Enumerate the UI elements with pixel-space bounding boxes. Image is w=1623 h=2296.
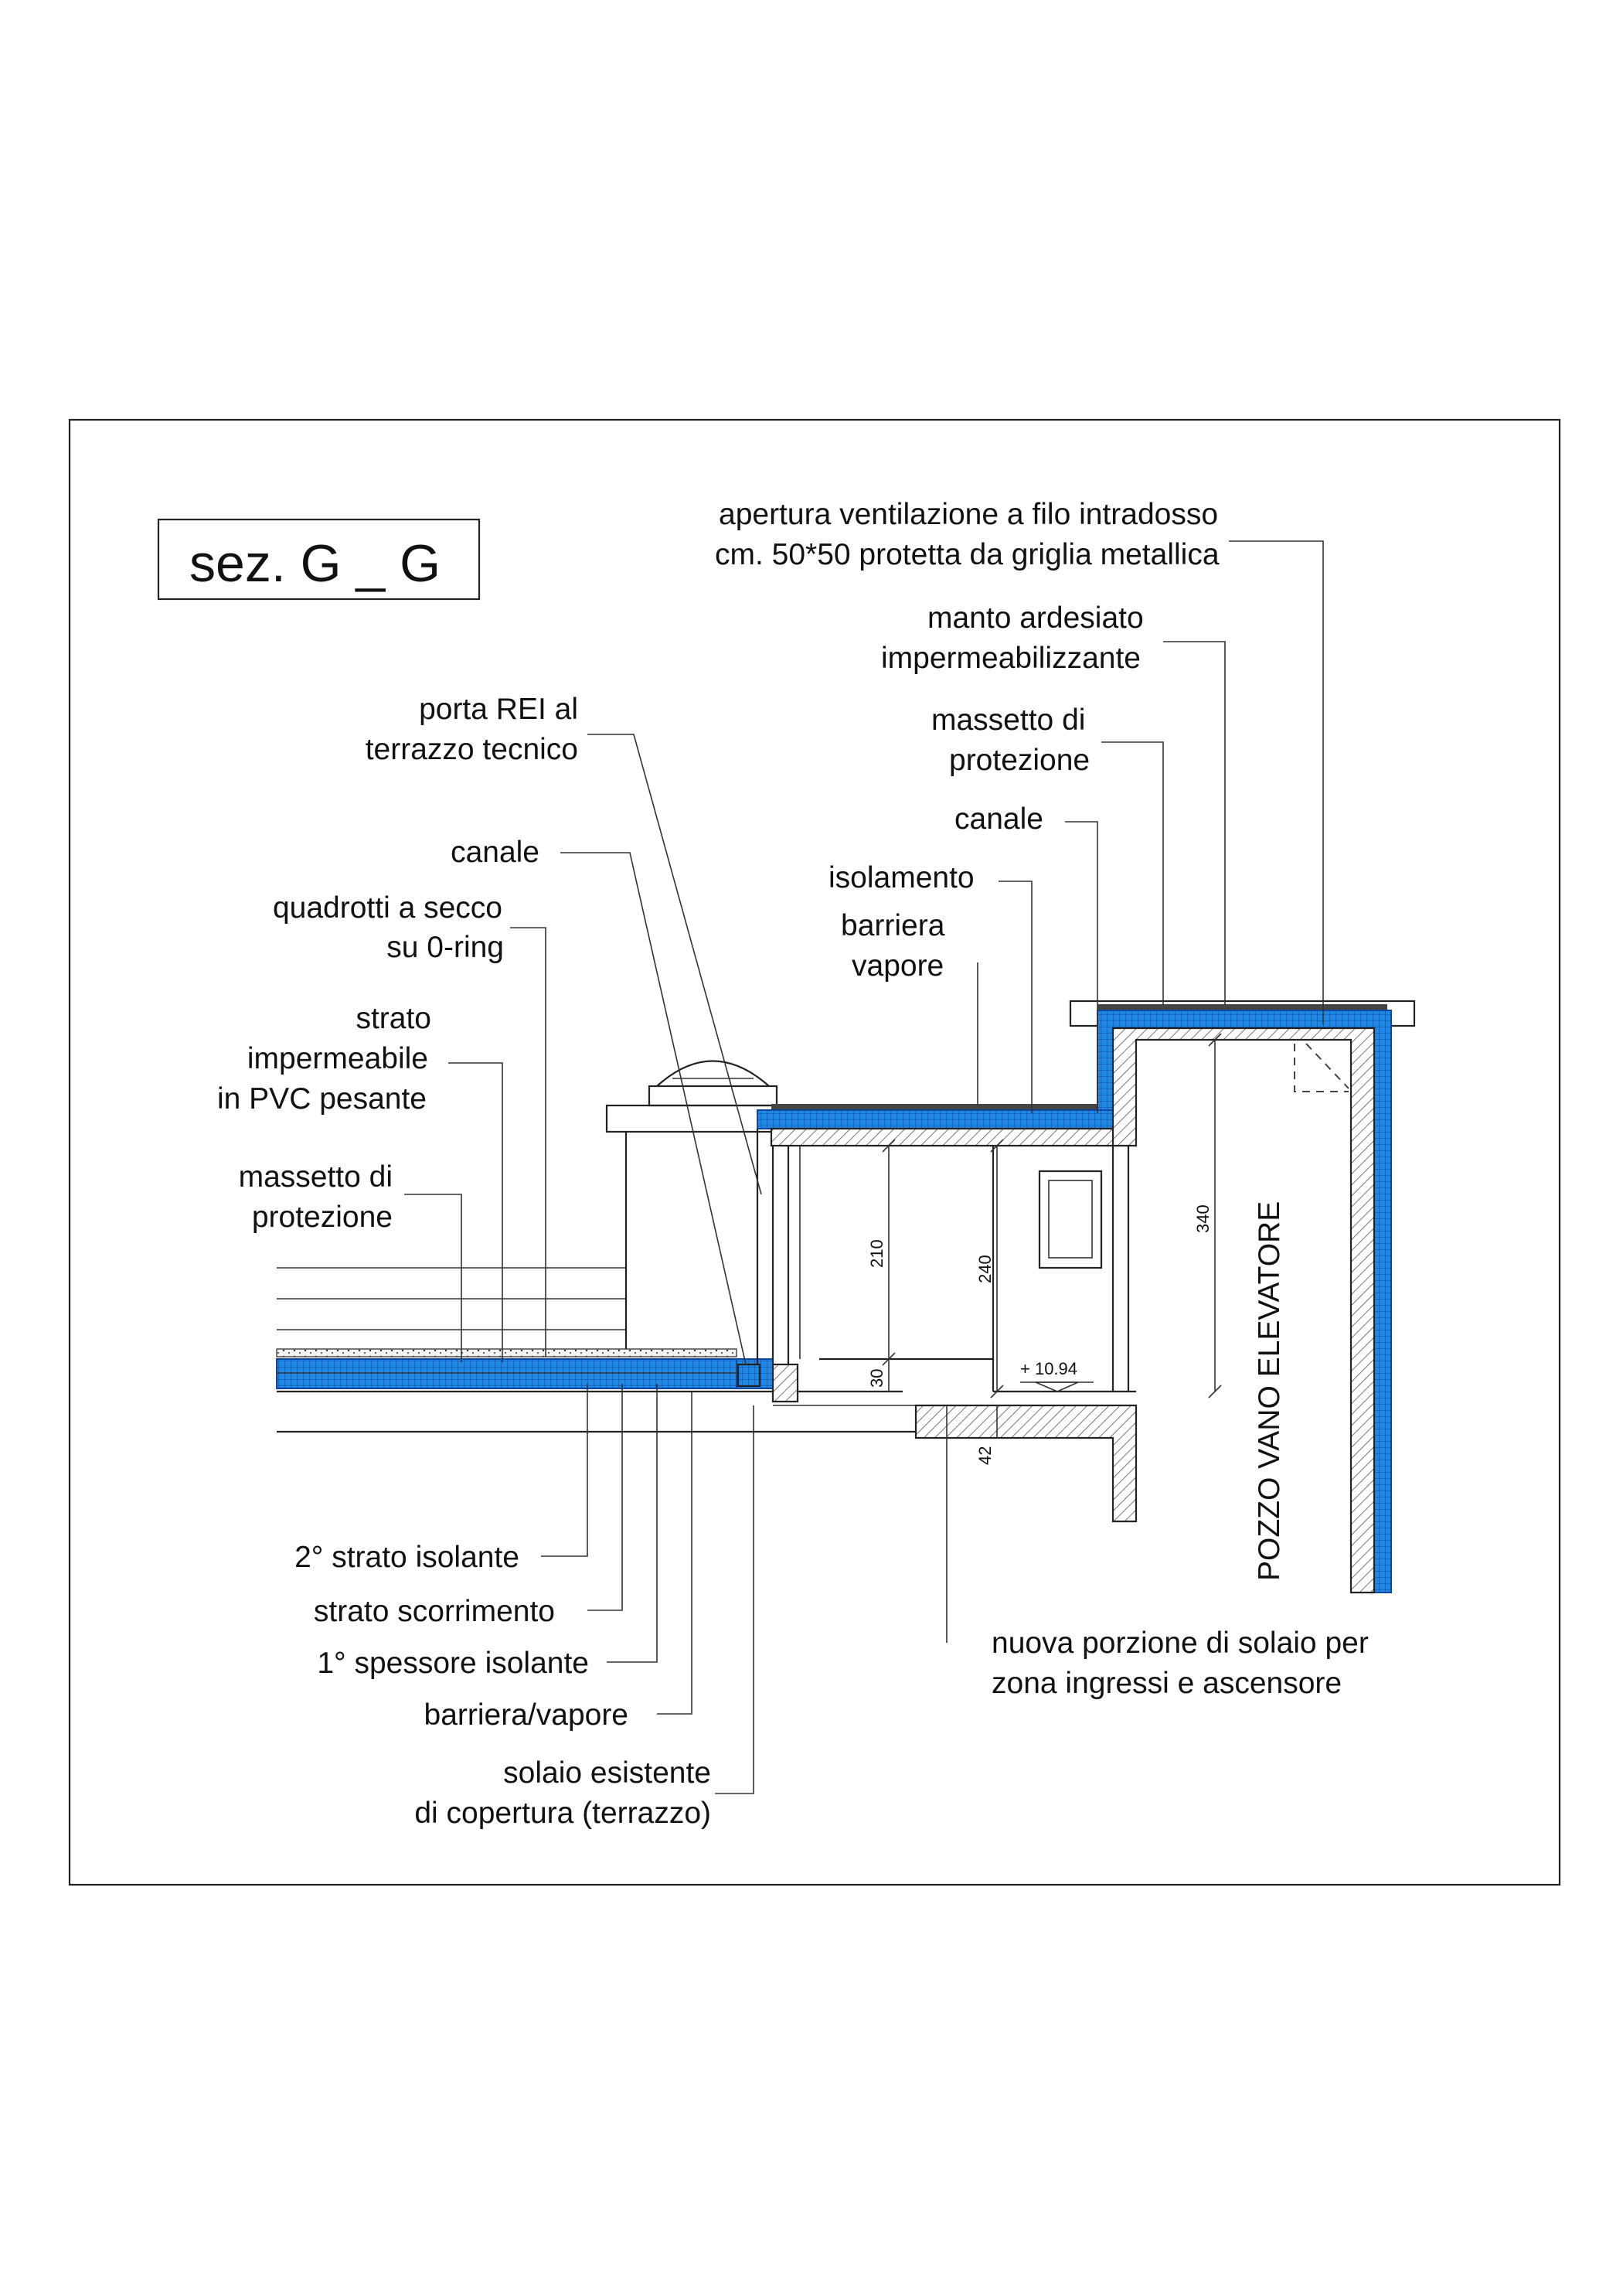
lift-shaft [1069,1000,1416,1594]
label-quadrotti-2: su 0-ring [386,931,504,964]
label-solaio-1: solaio esistente [503,1756,711,1790]
label-massetto-left-1: massetto di [239,1160,393,1194]
label-strato-isolante-2: 2° strato isolante [294,1541,519,1574]
skylight-dome [656,1060,770,1087]
label-porta-1: porta REI al [419,693,578,726]
lift-shaft-insulation [1097,1010,1392,1593]
label-solaio-2: di copertura (terrazzo) [414,1797,711,1830]
label-barriera-vapore: barriera/vapore [424,1698,628,1732]
label-strato-scorrimento: strato scorrimento [314,1595,555,1628]
dim-240: 240 [975,1255,995,1283]
label-apertura-2: cm. 50*50 protetta da griglia metallica [715,538,1220,571]
terrace-buildup [276,1267,916,1433]
ventilation-opening [1294,1044,1349,1092]
label-porta-2: terrazzo tecnico [366,733,578,766]
parapet-wall [605,1060,778,1349]
entrance-roof-insulation [757,1109,1114,1129]
insulation-layer [276,1358,737,1389]
label-nuova-porzione-2: zona ingressi e ascensore [992,1667,1342,1700]
drain-channel [737,1363,761,1388]
entrance-roof-membrane [771,1104,1111,1110]
dry-tiles-layer [276,1348,737,1358]
dim-30: 30 [867,1369,886,1388]
label-pozzo: POZZO VANO ELEVATORE [1253,1201,1286,1581]
window [1038,1170,1103,1269]
dimensions: 210 240 340 30 42 + 10.94 [867,1033,1222,1465]
label-strato-imp-2: impermeabile [247,1042,428,1075]
label-canale-right: canale [954,802,1043,836]
drawing-frame [68,418,1561,1886]
leader-lines [404,540,1324,1794]
title-box [157,518,481,601]
new-slab-portion [914,1404,1138,1523]
labels: apertura ventilazione a filo intradosso … [217,498,1369,1830]
label-strato-imp-3: in PVC pesante [217,1082,427,1116]
label-quadrotti-1: quadrotti a secco [273,891,502,925]
threshold-block [771,1363,799,1403]
entrance-zone [756,1104,1138,1523]
lift-roof-membrane [1097,1004,1387,1010]
label-massetto-left-2: protezione [252,1201,393,1234]
label-isolamento: isolamento [829,861,975,894]
label-massetto-top-1: massetto di [931,703,1085,737]
insulation-upstand [736,1358,774,1389]
label-barriera-top-1: barriera [841,909,945,942]
label-barriera-top-2: vapore [852,949,944,983]
label-nuova-porzione-1: nuova porzione di solaio per [992,1627,1369,1660]
level-marker [1035,1381,1079,1392]
label-massetto-top-2: protezione [949,744,1090,777]
entrance-roof-slab [770,1127,1118,1147]
label-manto-1: manto ardesiato [927,601,1144,635]
label-manto-2: impermeabilizzante [881,642,1141,675]
dim-340: 340 [1193,1204,1213,1233]
dim-42: 42 [975,1446,995,1465]
label-canale-left: canale [451,836,539,869]
lift-shaft-wall [1111,1027,1376,1594]
label-spessore-isolante-1: 1° spessore isolante [317,1647,589,1680]
section-title: sez. G _ G [189,534,441,593]
label-apertura-1: apertura ventilazione a filo intradosso [719,498,1218,531]
label-strato-imp-1: strato [356,1002,431,1035]
level-label: + 10.94 [1020,1359,1077,1378]
dim-210: 210 [867,1239,886,1268]
